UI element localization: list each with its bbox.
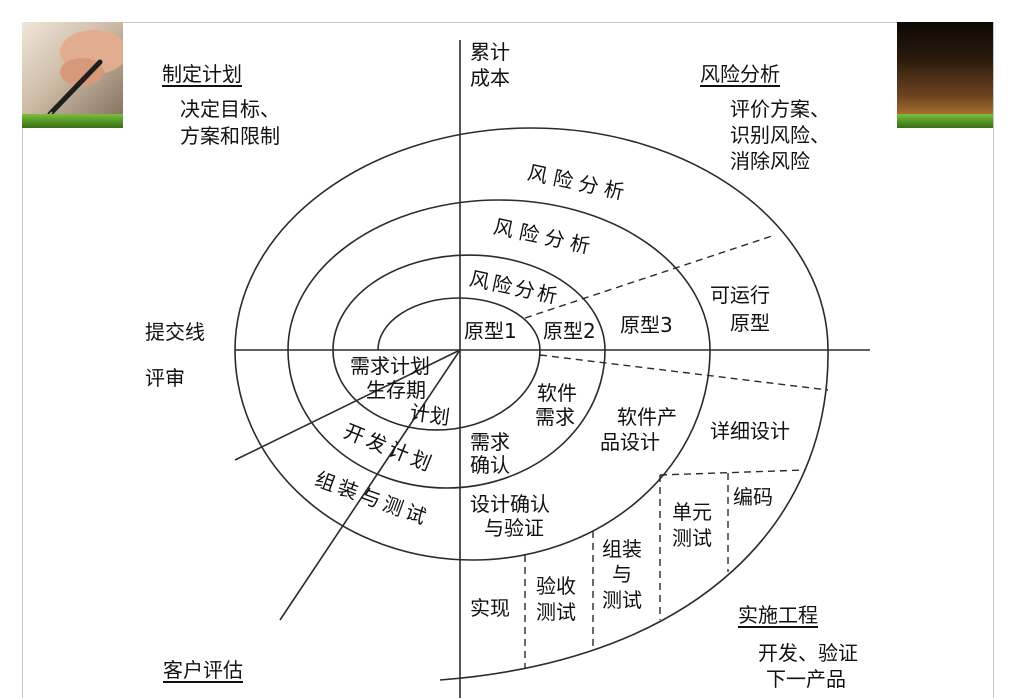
acceptance-test-line-2: 测试	[536, 600, 576, 624]
risk-analysis-line-1: 评价方案、	[730, 97, 830, 121]
product-design-line-1: 软件产	[617, 405, 677, 429]
design-verification-line-1: 设计确认	[470, 492, 550, 516]
acceptance-test-line-1: 验收	[536, 574, 576, 598]
integration-test-line-1: 组装	[602, 537, 642, 561]
design-verification-line-2: 与验证	[484, 516, 544, 540]
detailed-design-label: 详细设计	[710, 419, 790, 443]
risk-prototype-divider	[524, 234, 776, 319]
risk-analysis-line-3: 消除风险	[730, 149, 810, 173]
spiral-lines	[234, 40, 870, 698]
requirements-validation-line-1: 需求	[470, 430, 510, 454]
spiral-arc-top-4	[234, 127, 829, 351]
customer-evaluation-diagonal-line	[279, 349, 461, 621]
prototype-1-label: 原型1	[464, 319, 517, 343]
spiral-arc-bottom-1	[332, 349, 541, 431]
integration-test-line-2: 与	[612, 562, 632, 586]
hand-pen-illustration	[43, 30, 123, 122]
prototype-2-label: 原型2	[543, 319, 596, 343]
software-requirements-line-1: 软件	[537, 381, 577, 405]
risk-analysis-title: 风险分析	[700, 62, 780, 86]
implementation-label: 实现	[470, 596, 510, 620]
code-label: 编码	[733, 485, 773, 509]
cumulative-cost-label-2: 成本	[470, 66, 510, 90]
integration-test-line-3: 测试	[602, 588, 642, 612]
spiral-arc-bottom-4	[439, 349, 829, 681]
dashed-dividers	[524, 234, 829, 668]
operational-prototype-line-1: 可运行	[710, 283, 770, 307]
planning-title: 制定计划	[162, 62, 242, 86]
finger-shape	[60, 58, 104, 86]
customer-evaluation-title: 客户评估	[163, 658, 243, 682]
pen-icon	[47, 59, 103, 117]
spiral-arc-bottom-3	[234, 349, 711, 561]
engineering-title: 实施工程	[738, 603, 818, 627]
engineering-line-2: 下一产品	[766, 667, 846, 691]
requirements-plan-line-1: 需求计划	[350, 354, 430, 378]
commit-line-label: 提交线	[145, 320, 205, 344]
spiral-arc-top-3	[287, 199, 711, 351]
spiral-arc-top-2	[332, 254, 606, 351]
green-band-right	[897, 114, 993, 128]
unit-test-line-2: 测试	[672, 526, 712, 550]
design-code-divider	[659, 469, 806, 476]
requirements-validation-line-2: 确认	[470, 453, 510, 477]
green-band-left	[22, 114, 123, 128]
review-label: 评审	[145, 366, 185, 390]
operational-prototype-line-2: 原型	[730, 311, 770, 335]
engineering-line-1: 开发、验证	[758, 641, 858, 665]
hand-pen-photo	[22, 22, 123, 128]
prototype-design-divider	[539, 354, 829, 391]
risk-analysis-line-2: 识别风险、	[730, 123, 830, 147]
planning-line-1: 决定目标、	[180, 97, 280, 121]
spiral-arc-top-1	[377, 297, 541, 351]
requirements-plan-line-2: 生存期	[366, 378, 426, 402]
dark-gradient-photo	[897, 22, 993, 128]
software-requirements-line-2: 需求	[535, 405, 575, 429]
slide-frame	[22, 22, 994, 698]
prototype-3-label: 原型3	[620, 313, 673, 337]
review-diagonal-line	[234, 349, 461, 461]
unit-test-line-1: 单元	[672, 500, 712, 524]
product-design-line-2: 品设计	[600, 430, 660, 454]
spiral-arc-bottom-2	[287, 349, 606, 489]
cumulative-cost-label-1: 累计	[470, 40, 510, 64]
planning-line-2: 方案和限制	[180, 124, 280, 148]
